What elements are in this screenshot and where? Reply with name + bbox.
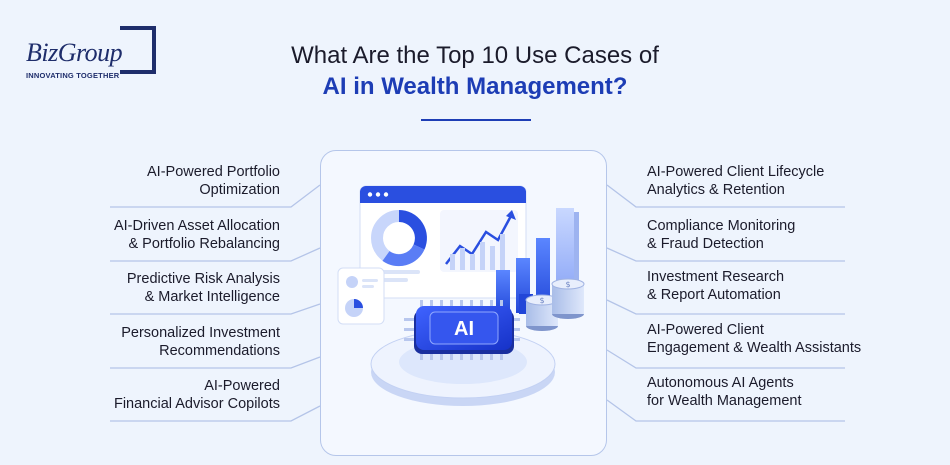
use-case-portfolio-optimization: AI-Powered Portfolio Optimization — [147, 163, 280, 199]
use-case-line: & Portfolio Rebalancing — [128, 236, 280, 252]
ai-chip-icon: AI — [414, 306, 514, 354]
connector-right-3 — [606, 299, 845, 315]
page-subtitle: AI in Wealth Management? — [322, 73, 628, 100]
use-case-advisor-copilots: AI-Powered Financial Advisor Copilots — [114, 377, 280, 413]
use-case-asset-allocation: AI-Driven Asset Allocation & Portfolio R… — [114, 217, 280, 253]
use-case-line: AI-Powered Portfolio — [147, 164, 280, 180]
dashboard-panel — [359, 185, 527, 299]
svg-text:$: $ — [565, 280, 570, 289]
window-dot-icon — [367, 192, 373, 197]
use-case-autonomous-agents: Autonomous AI Agents for Wealth Manageme… — [647, 374, 801, 410]
svg-text:$: $ — [539, 296, 544, 305]
connector-right-2 — [606, 247, 845, 262]
connector-left-3 — [110, 303, 321, 315]
use-case-compliance-monitoring: Compliance Monitoring & Fraud Detection — [647, 217, 795, 253]
connector-right-5 — [606, 399, 845, 422]
trend-up-icon — [440, 210, 518, 272]
use-case-line: Financial Advisor Copilots — [113, 396, 280, 412]
use-case-personalized-recommendations: Personalized Investment Recommendations — [121, 324, 280, 360]
use-case-line: Compliance Monitoring — [647, 218, 796, 234]
use-case-line: for Wealth Management — [647, 393, 802, 409]
use-case-line: AI-Driven Asset Allocation — [113, 218, 280, 234]
profile-card — [337, 267, 385, 325]
connector-left-1 — [110, 184, 321, 208]
user-icon — [346, 276, 358, 288]
window-dot-icon — [375, 192, 381, 197]
ai-chip-illustration: $ $ — [337, 185, 585, 406]
use-case-risk-analysis: Predictive Risk Analysis & Market Intell… — [127, 270, 280, 306]
coin-stack-icon: $ $ — [525, 278, 585, 331]
connector-left-2 — [110, 247, 321, 262]
page-title: What Are the Top 10 Use Cases of — [291, 42, 659, 69]
use-case-line: AI-Powered Client Lifecycle — [647, 164, 825, 180]
logo-tagline: INNOVATING TOGETHER — [26, 71, 120, 80]
use-case-line: Optimization — [199, 182, 280, 198]
use-case-line: Predictive Risk Analysis — [126, 271, 280, 287]
use-case-client-lifecycle: AI-Powered Client Lifecycle Analytics & … — [647, 163, 824, 199]
donut-chart-icon — [371, 210, 427, 267]
connector-right-4 — [606, 349, 845, 369]
use-case-line: Investment Research — [647, 269, 785, 285]
use-case-line: Personalized Investment — [121, 325, 280, 341]
use-case-client-engagement: AI-Powered Client Engagement & Wealth As… — [647, 321, 861, 357]
logo-wordmark: BizGroup — [26, 38, 127, 68]
use-case-line: & Report Automation — [647, 287, 781, 303]
use-case-line: Analytics & Retention — [647, 182, 785, 198]
use-case-research-automation: Investment Research & Report Automation — [647, 268, 784, 304]
window-dot-icon — [383, 192, 389, 197]
title-divider — [421, 119, 531, 121]
chip-label: AI — [454, 318, 474, 340]
logo-frame — [120, 26, 156, 74]
use-case-line: Autonomous AI Agents — [647, 375, 794, 391]
use-case-line: AI-Powered Client — [647, 322, 764, 338]
connector-left-5 — [110, 405, 321, 422]
use-case-line: Engagement & Wealth Assistants — [647, 340, 862, 356]
connector-left-4 — [110, 356, 321, 369]
connector-right-1 — [606, 184, 845, 208]
use-case-line: & Market Intelligence — [144, 289, 280, 305]
brand-logo: BizGroup INNOVATING TOGETHER — [24, 26, 156, 84]
use-case-line: & Fraud Detection — [647, 236, 764, 252]
use-case-line: AI-Powered — [204, 378, 280, 394]
use-case-line: Recommendations — [159, 343, 280, 359]
